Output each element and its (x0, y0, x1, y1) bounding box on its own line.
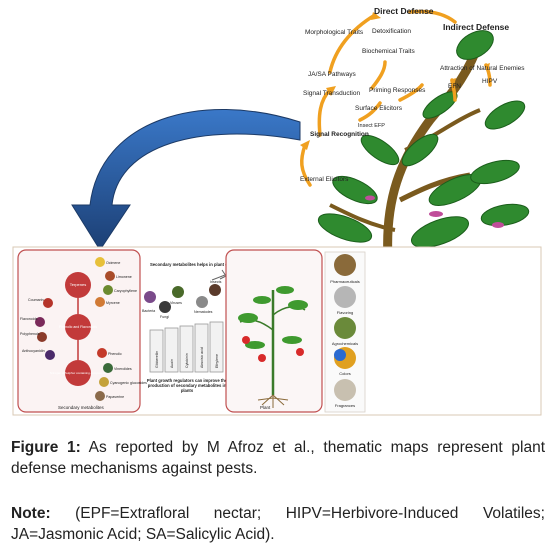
figure-caption: Figure 1: As reported by M Afroz et al.,… (11, 437, 545, 479)
item-coumarin: Coumarin (28, 298, 44, 302)
pest-icons (144, 284, 221, 313)
regulator-auxin: Auxin (170, 359, 174, 368)
figure-illustration: Direct Defense Indirect Defense Morpholo… (12, 6, 542, 416)
regulator-cytokinin: Cytokinin (185, 353, 189, 368)
figure-caption-text: As reported by M Afroz et al., thematic … (11, 439, 545, 477)
label-detoxification: Detoxification (372, 28, 411, 35)
plant-drawing (238, 286, 308, 408)
note-caption: Note: (EPF=Extrafloral nectar; HIPV=Herb… (11, 503, 545, 545)
node-phenolic: Phenolic and Flavonoids (59, 325, 97, 329)
plant-leaves (317, 30, 530, 248)
use-fragrances: Fragrances (335, 403, 355, 408)
label-attraction: Attraction of Natural Enemies (440, 65, 525, 72)
label-efn: EFN (448, 83, 461, 90)
label-external-elicitors: External Elicitors (300, 176, 349, 183)
label-ja-sa-pathways: JA/SA Pathways (308, 71, 356, 78)
label-surface-elicitors: Surface Elicitors (355, 105, 403, 112)
regulator-ethylene: Ethylene (215, 354, 219, 368)
use-agrochemicals: Agrochemicals (332, 341, 358, 346)
label-direct-defense: Direct Defense (374, 6, 434, 16)
item-vinerolides: Vinerolides (114, 367, 132, 371)
item-anthocyanidin: Anthocyanidin (22, 349, 45, 353)
item-flavonoids: Flavonoids (20, 317, 38, 321)
pest-insects: Insects (210, 280, 222, 284)
item-polyphenols: Polyphenols (20, 332, 40, 336)
label-biochemical-traits: Biochemical Traits (362, 48, 415, 55)
node-nitrogen: Nitrogen & Sulphur containing compounds (50, 371, 107, 375)
plant-panel-caption: Plant (260, 405, 271, 410)
left-panel-caption: Secondary metabolites (58, 405, 105, 410)
item-phenolic: Phenolic (108, 352, 122, 356)
figure-caption-label: Figure 1: (11, 439, 81, 456)
label-signal-transduction: Signal Transduction (303, 90, 360, 97)
figure-1: Direct Defense Indirect Defense Morpholo… (12, 6, 542, 416)
note-caption-text: (EPF=Extrafloral nectar; HIPV=Herbivore-… (11, 505, 545, 543)
item-cyanogenic: Cyanogenic glucosides (110, 381, 147, 385)
label-morphological-traits: Morphological Traits (305, 29, 364, 36)
label-indirect-defense: Indirect Defense (443, 22, 509, 32)
regulator-abscisic: Abscisic acid (200, 347, 204, 368)
node-terpenes: Terpenes (70, 282, 86, 287)
use-flavoring: Flavoring (337, 310, 353, 315)
use-colors: Colors (339, 371, 351, 376)
regulator-gibberellin: Gibberellin (155, 351, 159, 368)
label-insect-efp: Insect EFP (358, 123, 385, 129)
label-priming-responses: Priming Responses (369, 87, 426, 94)
item-papaverine: Papaverine (106, 395, 124, 399)
label-signal-recognition: Signal Recognition (310, 131, 369, 138)
pest-nematodes: Nematodes (194, 310, 213, 314)
pest-bacteria: Bacteria (142, 309, 155, 313)
pest-viruses: Viruses (170, 301, 182, 305)
middle-heading: Secondary metabolites helps in plant def… (150, 262, 242, 267)
plant-stem (383, 35, 485, 263)
item-myrcene: Myrcene (106, 301, 120, 305)
use-pharmaceuticals: Pharmaceuticals (330, 279, 360, 284)
item-limonene: Limonene (116, 275, 132, 279)
metabolite-dots (35, 257, 115, 401)
note-caption-label: Note: (11, 505, 51, 522)
blue-curved-arrow (71, 109, 301, 251)
regulator-columns (149, 321, 224, 373)
regulator-note: Plant growth regulators can improve the … (146, 378, 228, 393)
pest-fungi: Fungi (160, 315, 169, 319)
item-caryophyllene: Caryophyllene (114, 289, 137, 293)
item-ocimene: Ocimene (106, 261, 120, 265)
uses-icons (324, 251, 366, 413)
label-hipv: HIPV (482, 78, 498, 85)
metabolite-nodes (65, 272, 91, 386)
